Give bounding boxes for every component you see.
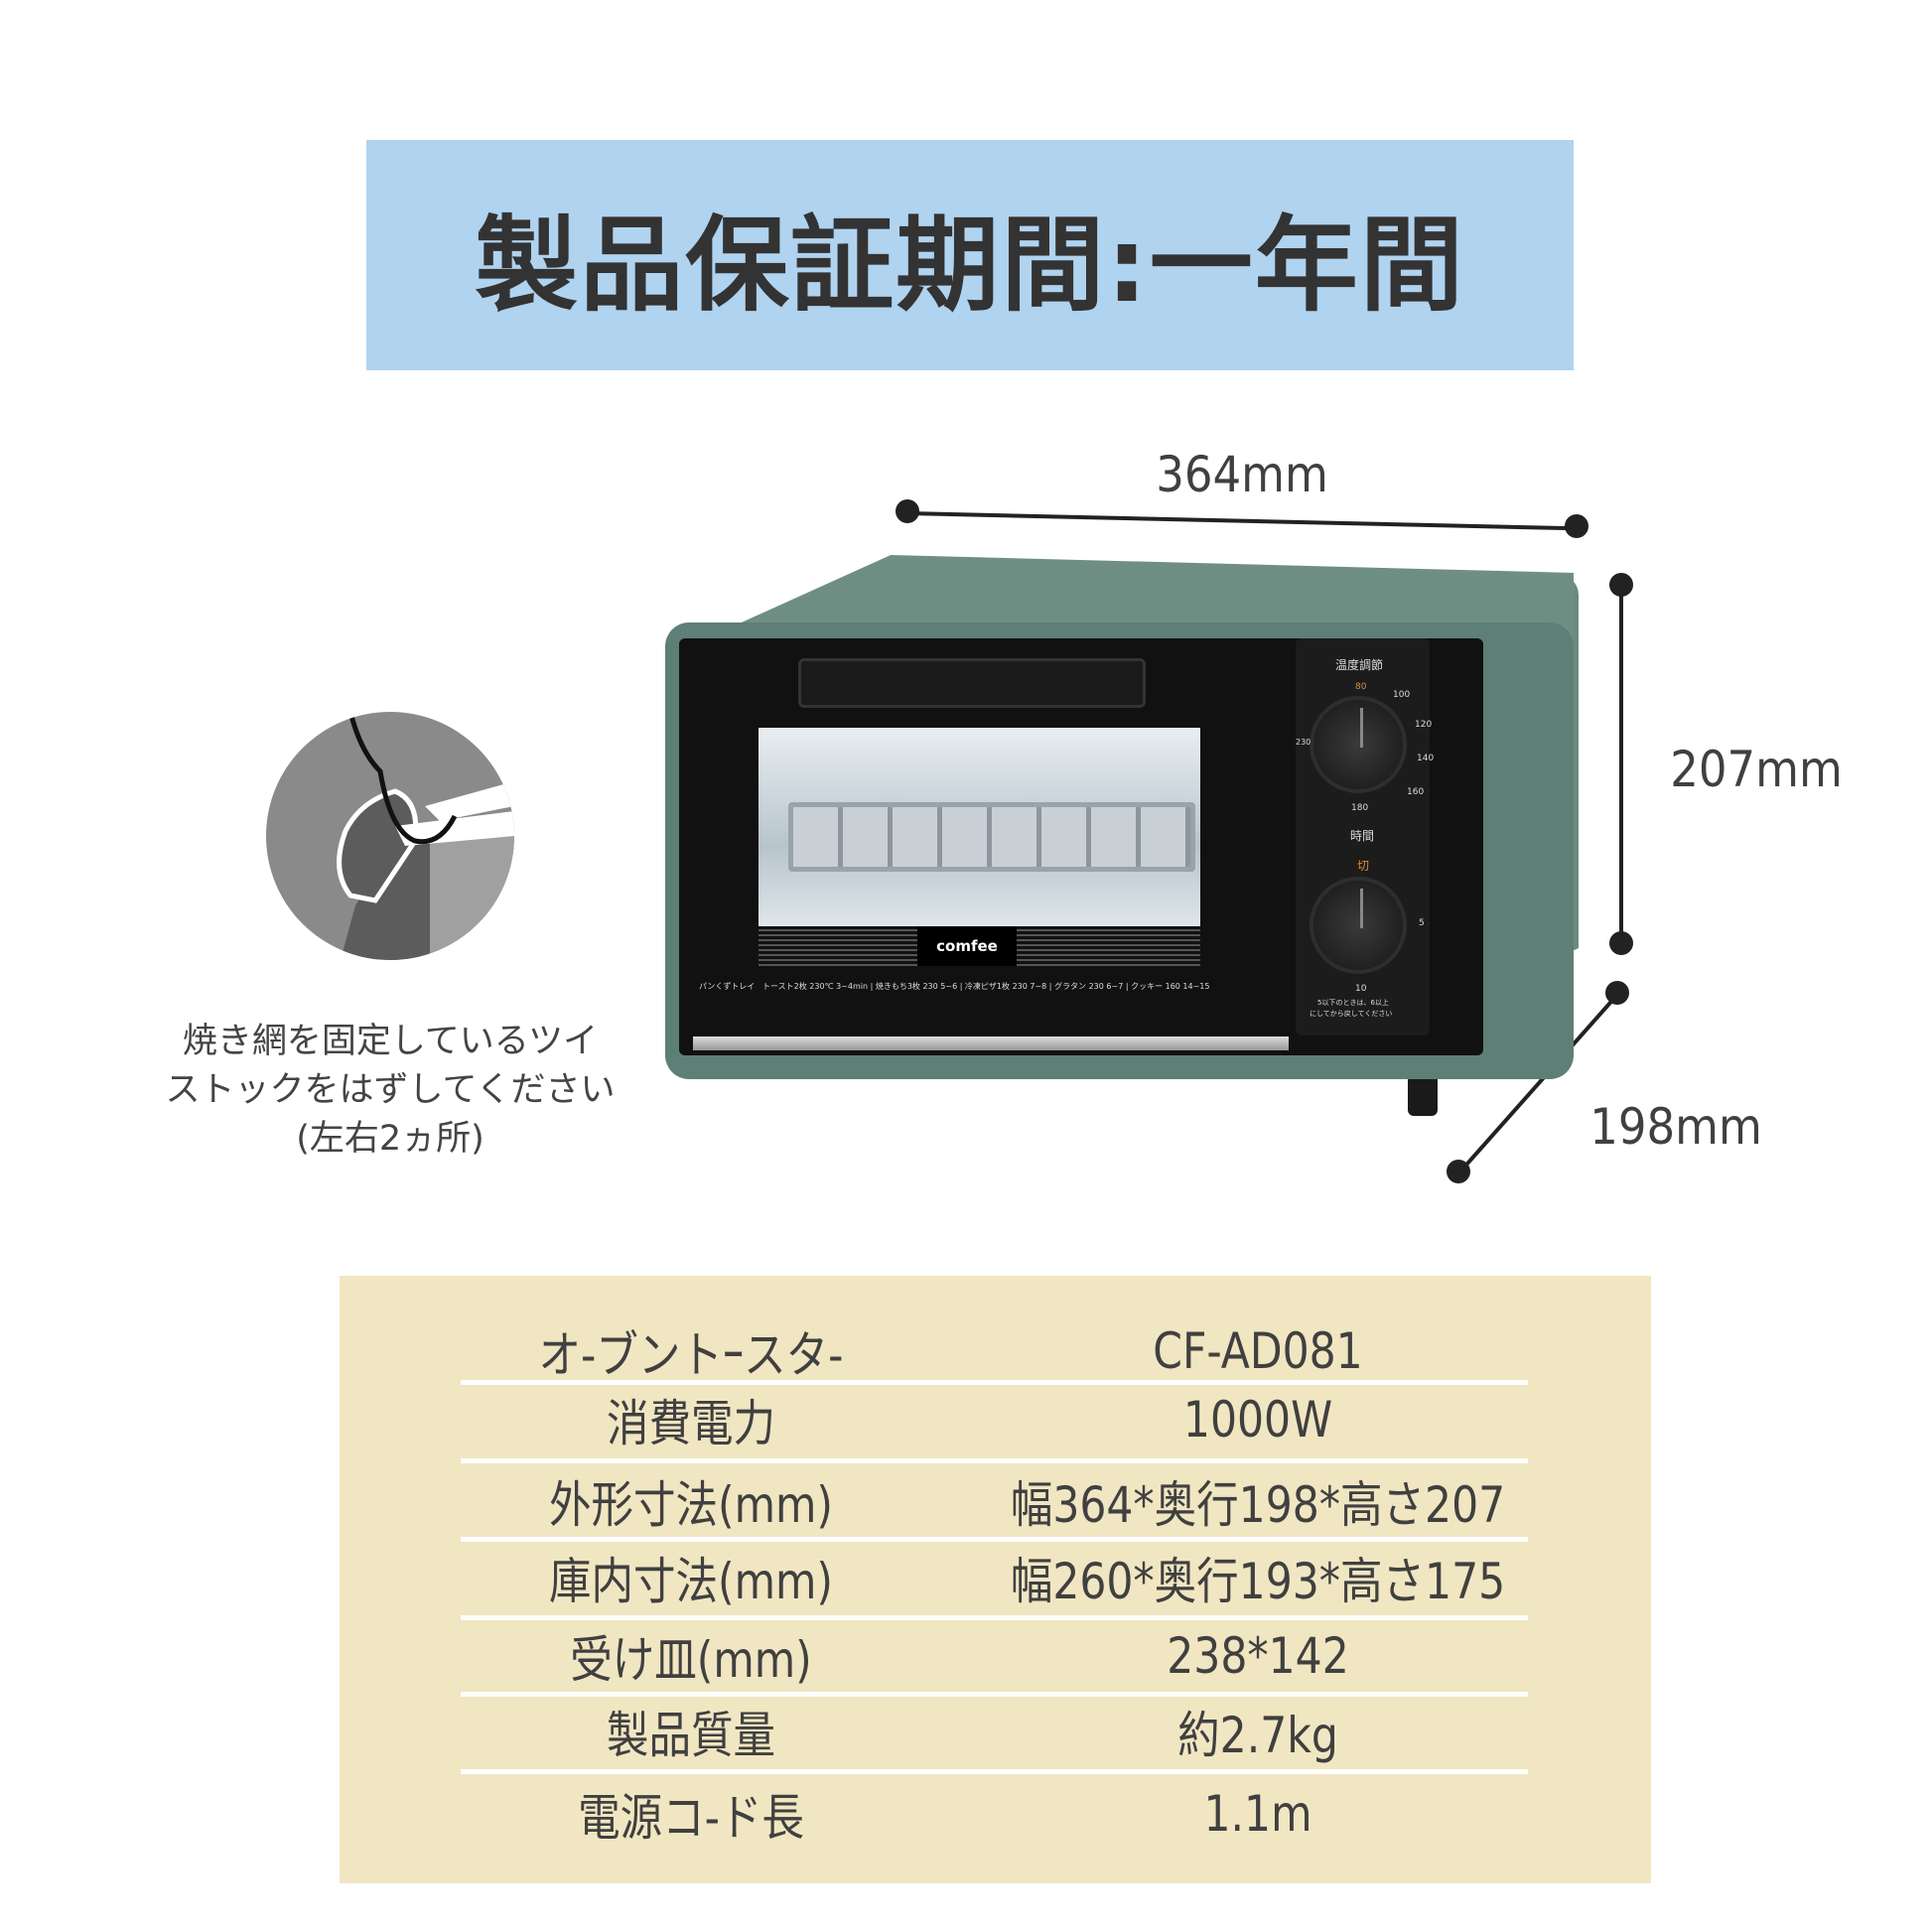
crumb-tray <box>693 1036 1289 1050</box>
table-row: オ-ブントｰスタ- CF-AD081 <box>461 1312 1528 1390</box>
width-line <box>906 511 1577 531</box>
width-dot-right <box>1565 514 1588 538</box>
oven-foot <box>1408 1076 1438 1116</box>
spec-value: 1000W <box>1182 1391 1333 1449</box>
depth-dot-top <box>1605 981 1629 1005</box>
time-mark: 10 <box>1355 984 1367 994</box>
row-divider <box>461 1380 1528 1385</box>
table-row: 製品質量 約2.7kg <box>461 1693 1528 1770</box>
temp-label: 温度調節 <box>1335 658 1384 672</box>
height-dot-bottom <box>1609 931 1633 955</box>
spec-label: 電源コ-ド長 <box>578 1789 804 1847</box>
row-divider <box>461 1769 1528 1774</box>
spec-value: 1.1m <box>1203 1785 1312 1843</box>
width-label: 364mm <box>1156 446 1328 503</box>
table-row: 庫内寸法(mm) 幅260*奥行193*高さ175 <box>461 1539 1528 1616</box>
twist-tie-icon <box>337 712 514 960</box>
table-row: 外形寸法(mm) 幅364*奥行198*高さ207 <box>461 1462 1528 1540</box>
width-dot-left <box>896 499 919 523</box>
temp-mark: 80 <box>1355 682 1367 692</box>
preset-guide: パンくずトレイ トースト2枚 230℃ 3~4min | 焼きもち3枚 230 … <box>699 981 1209 992</box>
spec-value: 238*142 <box>1167 1627 1349 1685</box>
spec-value: 約2.7kg <box>1177 1707 1338 1764</box>
brand-logo: comfee <box>917 926 1017 966</box>
spec-value: CF-AD081 <box>1153 1322 1363 1380</box>
timer-knob <box>1310 877 1407 974</box>
temp-mark: 140 <box>1417 754 1435 763</box>
spec-label: 外形寸法(mm) <box>549 1476 833 1534</box>
height-label: 207mm <box>1670 741 1843 798</box>
row-divider <box>461 1692 1528 1697</box>
oven-rack <box>788 802 1195 872</box>
table-row: 消費電力 1000W <box>461 1381 1528 1458</box>
height-line <box>1619 587 1623 945</box>
spec-value: 幅260*奥行193*高さ175 <box>1010 1553 1506 1610</box>
height-dot-top <box>1609 573 1633 597</box>
warranty-banner: 製品保証期間:一年間 <box>366 140 1574 370</box>
twist-tie-caption: 焼き網を固定しているツイ ストックをはずしてください (左右2ヵ所) <box>142 1018 638 1164</box>
depth-label: 198mm <box>1589 1098 1762 1156</box>
spec-value: 幅364*奥行198*高さ207 <box>1010 1476 1506 1534</box>
spec-label: 消費電力 <box>607 1395 775 1452</box>
time-note: にしてから戻してください <box>1310 1010 1393 1018</box>
oven-window <box>759 728 1200 926</box>
spec-label: 庫内寸法(mm) <box>549 1553 833 1610</box>
caption-line: 焼き網を固定しているツイ <box>182 1022 599 1061</box>
twist-tie-illustration <box>266 712 514 960</box>
table-row: 電源コ-ド長 1.1m <box>461 1775 1528 1853</box>
table-row: 受け皿(mm) 238*142 <box>461 1617 1528 1695</box>
warranty-title: 製品保証期間:一年間 <box>475 204 1465 326</box>
spec-table: オ-ブントｰスタ- CF-AD081 消費電力 1000W 外形寸法(mm) 幅364… <box>340 1276 1651 1883</box>
spec-label: 製品質量 <box>607 1707 775 1764</box>
row-divider <box>461 1537 1528 1542</box>
time-label: 時間 <box>1350 829 1375 843</box>
tray-label: パンくずトレイ <box>699 982 756 991</box>
temp-mark: 160 <box>1407 787 1425 797</box>
caption-line: (左右2ヵ所) <box>296 1119 484 1159</box>
preset-text: トースト2枚 230℃ 3~4min | 焼きもち3枚 230 5~6 | 冷凍… <box>762 982 1210 991</box>
temp-mark: 180 <box>1351 803 1369 813</box>
temp-mark: 230 <box>1296 738 1311 747</box>
door-handle <box>798 658 1146 708</box>
temp-mark: 120 <box>1415 720 1433 730</box>
row-divider <box>461 1615 1528 1620</box>
time-off-mark: 切 <box>1357 859 1370 873</box>
time-note: 5以下のときは、6以上 <box>1317 999 1389 1007</box>
time-mark: 5 <box>1419 918 1425 928</box>
spec-label: オ-ブントｰスタ- <box>538 1326 844 1384</box>
toaster-oven-image: comfee パンくずトレイ トースト2枚 230℃ 3~4min | 焼きもち… <box>665 555 1579 1125</box>
depth-dot-bottom <box>1447 1160 1470 1183</box>
temperature-knob <box>1310 696 1407 793</box>
caption-line: ストックをはずしてください <box>165 1070 616 1110</box>
control-panel: 温度調節 80 100 120 140 160 180 230 時間 切 5 1… <box>1296 638 1434 1035</box>
row-divider <box>461 1458 1528 1463</box>
temp-mark: 100 <box>1393 690 1411 700</box>
spec-label: 受け皿(mm) <box>570 1631 812 1689</box>
